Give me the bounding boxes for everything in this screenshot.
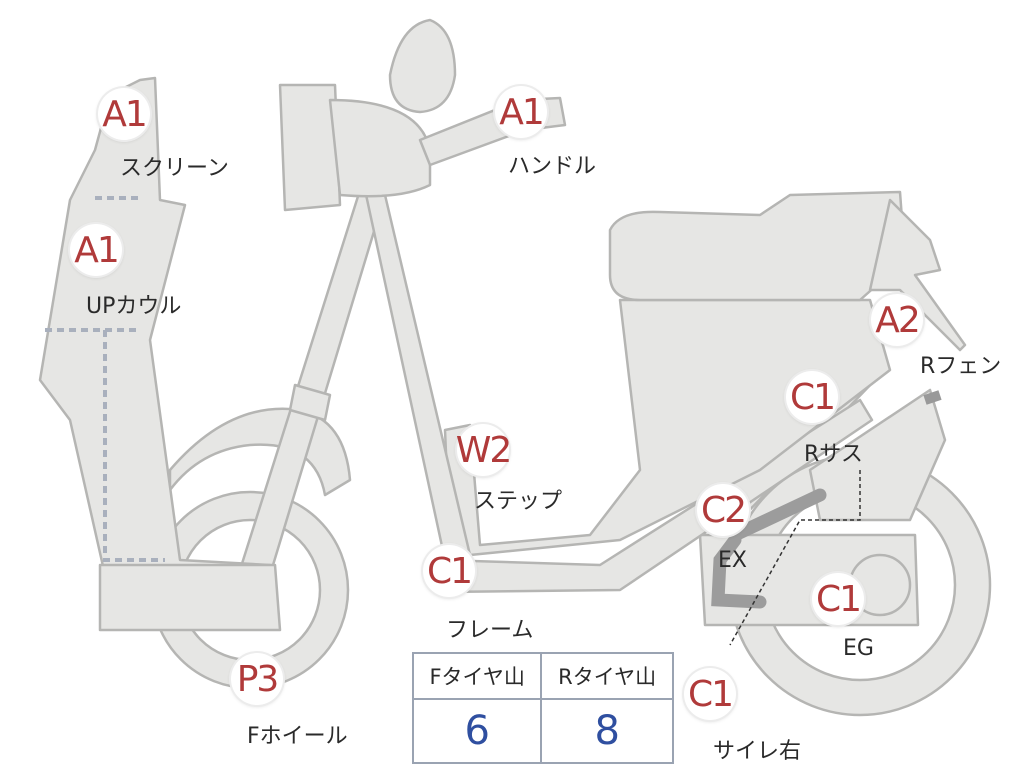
cowl-seam: [45, 328, 165, 562]
step-code-badge[interactable]: W2: [456, 424, 512, 476]
screen-label: スクリーン: [120, 156, 229, 181]
handle-label: ハンドル: [508, 154, 597, 179]
eg-code-badge[interactable]: C1: [812, 573, 864, 625]
rear-suspension: [808, 388, 947, 522]
front-fender: [168, 407, 352, 497]
mirror: [388, 18, 457, 114]
rear-tread-header: Rタイヤ山: [540, 652, 674, 700]
frame-down-tube: [363, 188, 472, 562]
up-cowl-code-badge[interactable]: A1: [70, 224, 122, 276]
r-suspension-code-badge[interactable]: C1: [786, 371, 838, 423]
front-tread-value[interactable]: 6: [411, 698, 543, 764]
handle-code-badge[interactable]: A1: [495, 86, 547, 138]
front-step-plate: [98, 563, 282, 632]
up-cowl-label: UPカウル: [86, 294, 182, 319]
exhaust-pipe: [711, 488, 827, 609]
tire-tread-table: Fタイヤ山 Rタイヤ山 6 8: [411, 652, 674, 764]
head-cowl: [328, 98, 432, 198]
r-fender-code-badge[interactable]: A2: [871, 294, 923, 346]
front-tread-header: Fタイヤ山: [411, 652, 543, 700]
rear-shock-rod: [923, 390, 942, 405]
headlight: [278, 83, 342, 212]
screen-code-badge[interactable]: A1: [98, 88, 150, 140]
step-label: ステップ: [474, 489, 563, 514]
silencer-leader: [729, 470, 861, 646]
fork-clamp: [288, 383, 332, 422]
silencer-right-label: サイレ右: [713, 739, 802, 764]
seat: [608, 190, 907, 302]
ex-label: EX: [718, 548, 747, 573]
frame-code-badge[interactable]: C1: [423, 545, 475, 597]
f-wheel-code-badge[interactable]: P3: [231, 653, 283, 705]
silencer-right-code-badge[interactable]: C1: [684, 668, 736, 720]
f-wheel-label: Fホイール: [247, 724, 348, 749]
eg-label: EG: [843, 636, 874, 661]
ex-code-badge[interactable]: C2: [697, 484, 749, 536]
r-fender-label: Rフェン: [920, 354, 1002, 379]
frame-label: フレーム: [446, 618, 534, 643]
r-suspension-label: Rサス: [804, 442, 863, 467]
rear-fender: [868, 198, 967, 352]
rear-tread-value[interactable]: 8: [540, 698, 674, 764]
